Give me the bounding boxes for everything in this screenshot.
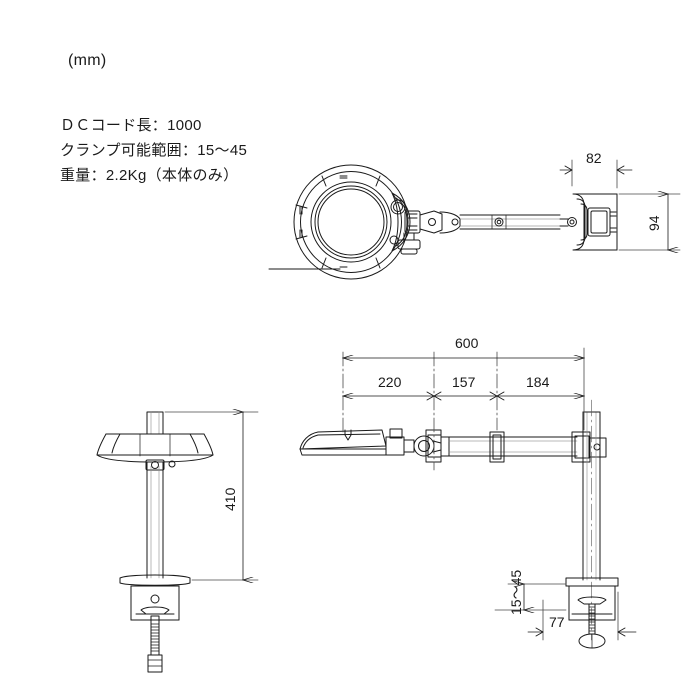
note-clamp-range: クランプ可能範囲：15〜45 <box>60 142 248 159</box>
dim-label-94: 94 <box>646 215 662 231</box>
front-view-post-and-clamp <box>96 411 214 673</box>
dim-clamp-group <box>494 584 637 641</box>
dim-label-82: 82 <box>586 150 602 166</box>
dim-label-184: 184 <box>526 374 550 390</box>
dim-label-410: 410 <box>222 487 238 511</box>
dim-chain-reach <box>343 347 584 471</box>
top-view-magnifier-head <box>268 164 618 280</box>
dim-94-group <box>618 194 681 250</box>
dim-label-77: 77 <box>549 614 565 630</box>
side-view-arm-assembly <box>299 399 619 649</box>
dim-label-157: 157 <box>452 374 476 390</box>
dim-label-600: 600 <box>455 335 479 351</box>
dim-label-clamp-range: 15〜45 <box>508 569 524 615</box>
note-dc-cord-length: ＤＣコード長：1000 <box>60 117 202 134</box>
dim-label-220: 220 <box>378 374 402 390</box>
unit-label: (mm) <box>68 52 107 69</box>
dim-82-group <box>559 159 633 189</box>
dim-410-group <box>164 412 259 580</box>
note-weight: 重量：2.2Kg（本体のみ） <box>60 167 239 184</box>
